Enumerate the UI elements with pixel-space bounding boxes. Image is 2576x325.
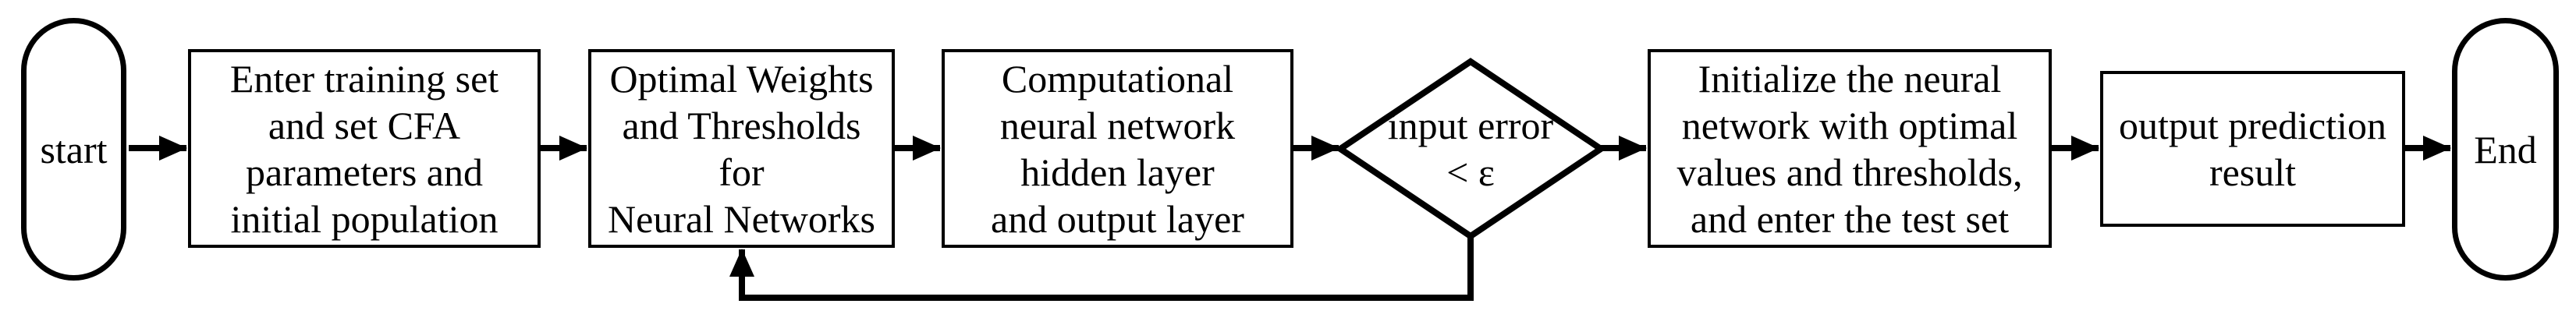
decision-diamond-shape — [1334, 58, 1607, 240]
node-label: Enter training set and set CFA parameter… — [229, 56, 499, 241]
node-label: Initialize the neural network with optim… — [1677, 56, 2023, 241]
node-label: Computational neural network hidden laye… — [991, 56, 1244, 241]
node-optimal-weights: Optimal Weights and Thresholds for Neura… — [588, 49, 895, 248]
node-end: End — [2452, 18, 2559, 281]
node-label: Optimal Weights and Thresholds for Neura… — [608, 56, 875, 241]
node-label: output prediction result — [2119, 104, 2386, 194]
node-input-error-decision: input error < ε — [1334, 58, 1607, 240]
node-label: input error < ε — [1387, 104, 1554, 194]
node-start: start — [21, 18, 126, 281]
node-computational-network: Computational neural network hidden laye… — [942, 49, 1293, 248]
node-label: start — [40, 127, 108, 171]
node-label: End — [2474, 127, 2537, 171]
node-initialize-network: Initialize the neural network with optim… — [1648, 49, 2052, 248]
node-output-prediction: output prediction result — [2100, 71, 2405, 227]
node-enter-training-set: Enter training set and set CFA parameter… — [188, 49, 541, 248]
